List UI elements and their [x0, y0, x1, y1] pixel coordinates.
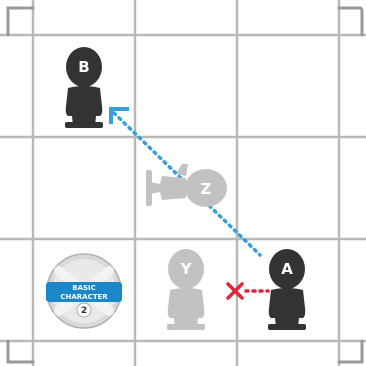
token-line2: CHARACTER: [60, 293, 108, 301]
figure-b[interactable]: B: [65, 47, 103, 128]
token-number: 2: [81, 306, 87, 316]
blocked-cross-icon: [228, 284, 242, 298]
basic-character-token[interactable]: BASIC CHARACTER 2: [46, 254, 122, 328]
token-line1: BASIC: [72, 284, 96, 292]
figure-label: A: [281, 260, 293, 278]
figure-y[interactable]: Y: [167, 249, 205, 330]
blocked-line-of-sight: [228, 284, 268, 298]
grid-corner-mark: [8, 8, 33, 35]
figure-label: Y: [180, 260, 193, 278]
figure-label: B: [78, 58, 89, 76]
figure-z[interactable]: Z: [146, 164, 227, 207]
grid-corner-mark: [339, 341, 362, 362]
figure-label: Z: [201, 180, 212, 198]
grid-corner-mark: [339, 8, 362, 35]
figure-a[interactable]: A: [268, 249, 306, 330]
grid-corner-mark: [8, 341, 33, 362]
